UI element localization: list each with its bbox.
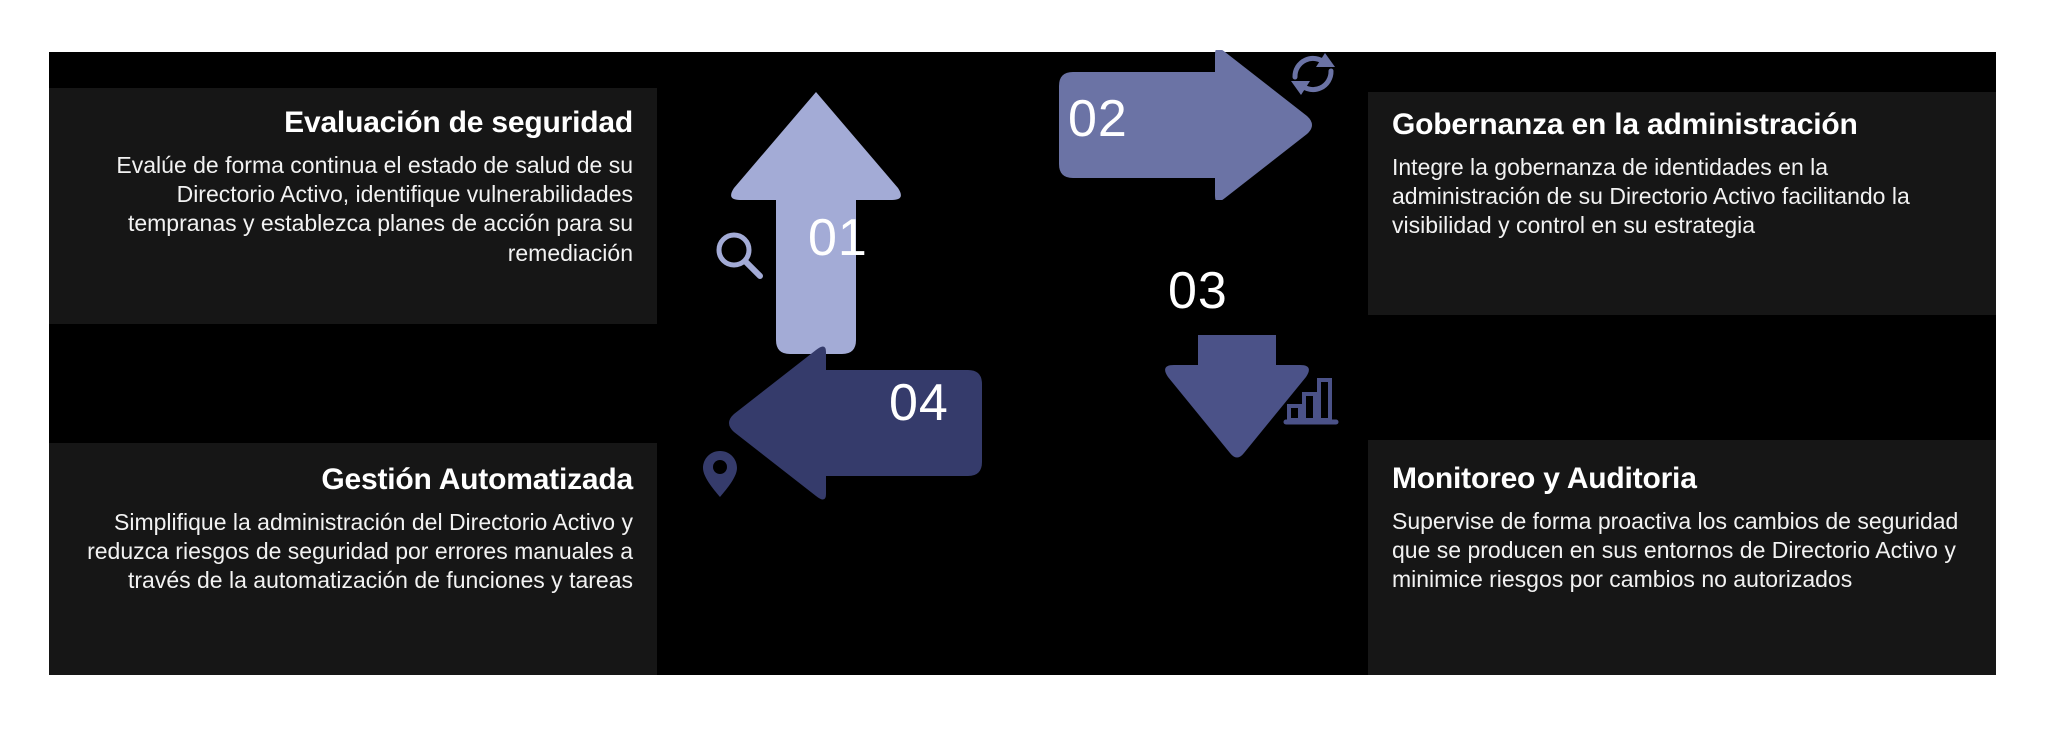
arrow-left-shape — [729, 346, 982, 500]
search-icon — [712, 228, 768, 289]
arrow-right-step-02 — [1045, 50, 1313, 200]
arrow-up-step-01 — [726, 88, 906, 358]
step-panel-monitoreo-y-auditoria: Monitoreo y Auditoria Supervise de forma… — [1368, 440, 1996, 675]
arrow-up-shape — [731, 92, 901, 354]
step-panel-gobernanza-en-la-administracion: Gobernanza en la administración Integre … — [1368, 92, 1996, 315]
step-title-04: Gestión Automatizada — [321, 463, 633, 496]
bar-chart-icon — [1283, 372, 1339, 433]
arrow-down-shape — [1165, 335, 1309, 458]
step-number-02: 02 — [1068, 90, 1128, 148]
step-title-02: Gobernanza en la administración — [1392, 108, 1858, 141]
arrow-left-step-04 — [728, 330, 998, 500]
step-body-03: Supervise de forma proactiva los cambios… — [1392, 507, 1959, 593]
step-body-04: Simplifique la administración del Direct… — [87, 508, 633, 594]
step-panel-gestion-automatizada: Gestión Automatizada Simplifique la admi… — [49, 443, 657, 675]
step-body-02: Integre la gobernanza de identidades en … — [1392, 153, 1910, 239]
step-body-01: Evalúe de forma continua el estado de sa… — [116, 151, 633, 266]
step-number-01: 01 — [808, 209, 868, 267]
arrow-right-shape — [1059, 50, 1312, 200]
step-panel-evaluacion-de-seguridad: Evaluación de seguridad Evalúe de forma … — [49, 88, 657, 324]
location-pin-icon — [700, 448, 740, 505]
arrow-down-step-03 — [1150, 335, 1310, 465]
refresh-icon — [1283, 45, 1343, 108]
step-number-03: 03 — [1168, 262, 1228, 320]
step-title-01: Evaluación de seguridad — [284, 106, 633, 139]
step-number-04: 04 — [889, 374, 949, 432]
step-title-03: Monitoreo y Auditoria — [1392, 462, 1697, 495]
